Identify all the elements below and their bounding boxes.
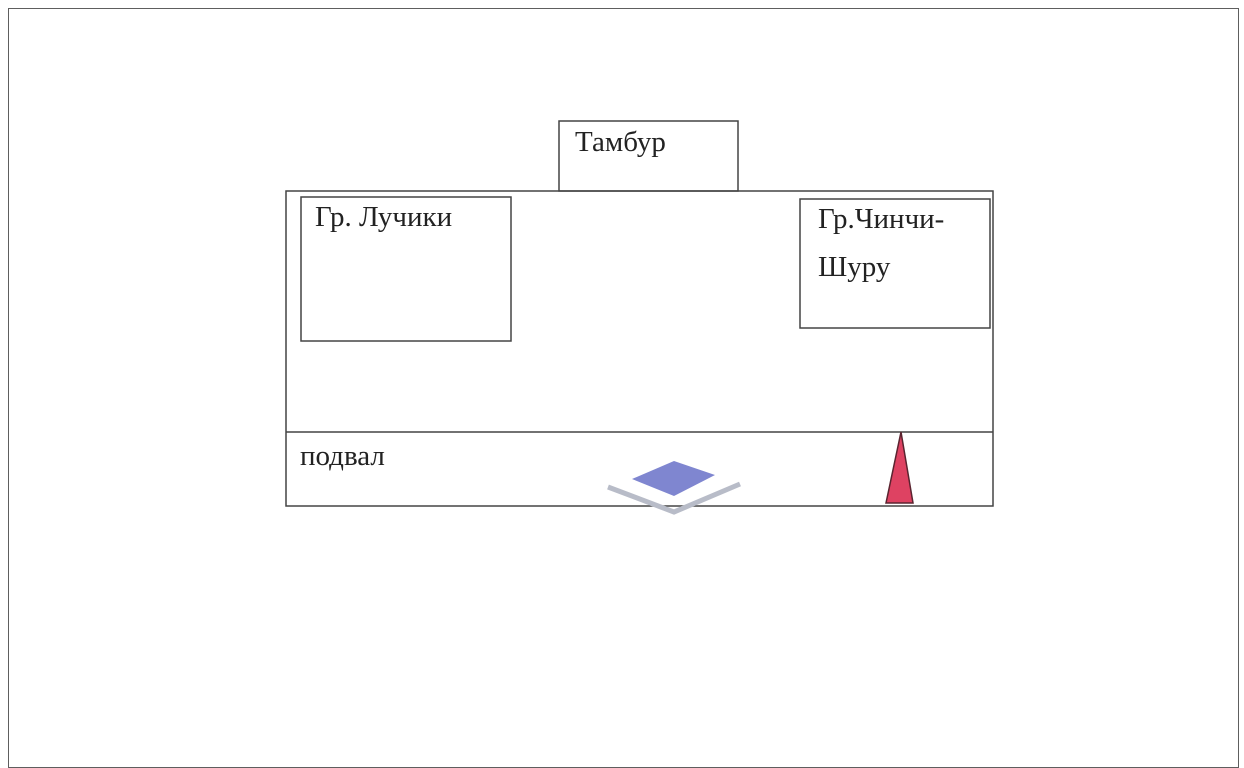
vestibule-label: Тамбур [575, 126, 666, 158]
group-right-label-line1: Гр.Чинчи- [818, 203, 945, 235]
basement-label: подвал [300, 440, 385, 472]
group-room-right [799, 198, 991, 329]
main-building-outline [285, 190, 994, 507]
diamond-icon [607, 461, 741, 515]
group-right-label-line2: Шуру [818, 251, 891, 283]
group-left-label: Гр. Лучики [315, 201, 453, 233]
triangle-icon [885, 431, 914, 504]
group-room-left [300, 196, 512, 342]
